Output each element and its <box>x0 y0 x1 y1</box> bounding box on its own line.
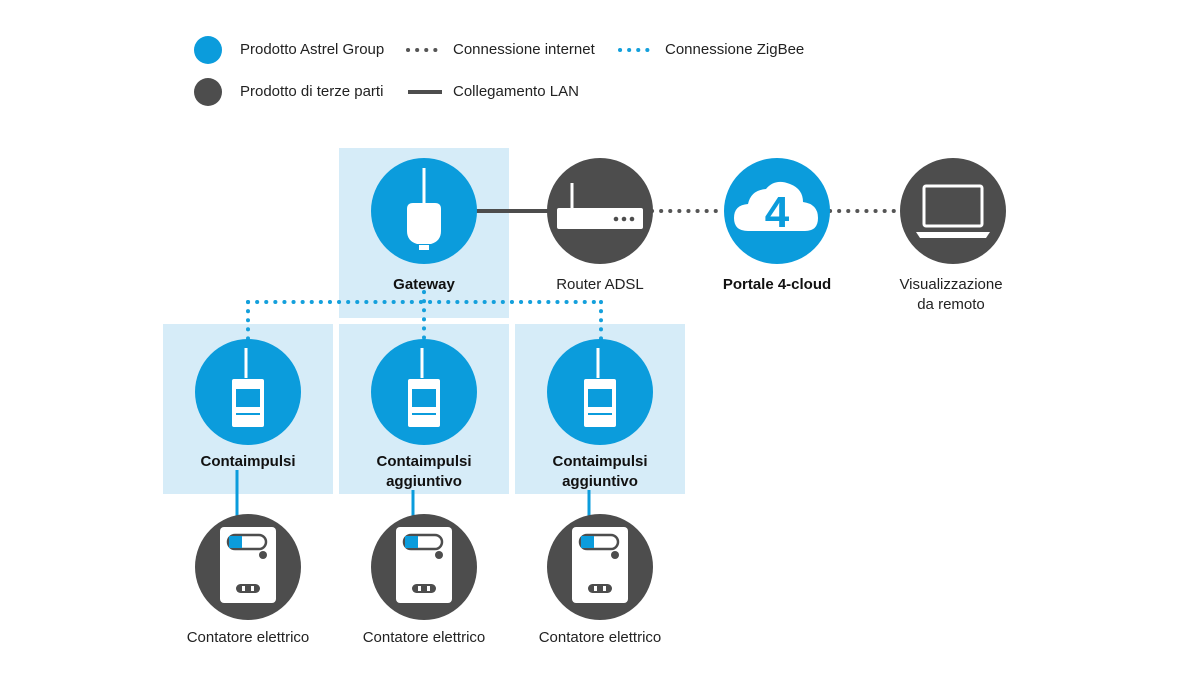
legend-lan-label: Collegamento LAN <box>453 83 579 100</box>
electric-meter-icon <box>572 527 628 603</box>
pulse-2-label-line1: Contaimpulsi <box>376 453 472 470</box>
legend-internet-label: Connessione internet <box>453 41 595 58</box>
laptop-icon <box>916 184 990 238</box>
pulse-1-label: Contaimpulsi <box>200 453 296 470</box>
remote-node <box>900 158 1006 264</box>
router-icon <box>557 183 643 229</box>
portal-node: 4 <box>724 158 830 264</box>
pulse-counter-node-1 <box>195 339 301 445</box>
portal-badge: 4 <box>765 188 790 237</box>
pulse-3-label-line2: aggiuntivo <box>562 473 638 490</box>
electric-meter-node-1 <box>195 514 301 620</box>
gateway-icon <box>407 168 441 250</box>
electric-meter-icon <box>220 527 276 603</box>
router-node <box>547 158 653 264</box>
zigbee-network <box>246 290 603 342</box>
gateway-node <box>371 158 477 264</box>
legend-third-party-marker <box>194 78 222 106</box>
gateway-label: Gateway <box>393 276 455 293</box>
electric-meter-node-2 <box>371 514 477 620</box>
pulse-2-label: Contaimpulsi aggiuntivo <box>376 452 471 492</box>
remote-label-line2: da remoto <box>917 296 985 313</box>
portal-label: Portale 4-cloud <box>722 276 832 293</box>
meter-2-label: Contatore elettrico <box>362 629 486 646</box>
pulse-2-label-line2: aggiuntivo <box>386 473 462 490</box>
electric-meter-node-3 <box>547 514 653 620</box>
router-label: Router ADSL <box>556 276 644 293</box>
pulse-counter-node-3 <box>547 339 653 445</box>
pulse-counter-node-2 <box>371 339 477 445</box>
pulse-3-label-line1: Contaimpulsi <box>552 453 648 470</box>
legend-third-party-label: Prodotto di terze parti <box>240 83 384 100</box>
pulse-counter-icon <box>232 348 264 427</box>
remote-label: Visualizzazione da remoto <box>899 275 1002 315</box>
pulse-counter-icon <box>408 348 440 427</box>
cloud-4-icon: 4 <box>734 181 818 237</box>
legend-astrel-marker <box>194 36 222 64</box>
meter-3-label: Contatore elettrico <box>538 629 662 646</box>
legend-zigbee-label: Connessione ZigBee <box>665 41 805 58</box>
remote-circle <box>900 158 1006 264</box>
pulse-counter-icon <box>584 348 616 427</box>
meter-1-label: Contatore elettrico <box>186 629 310 646</box>
remote-label-line1: Visualizzazione <box>899 276 1003 293</box>
legend-astrel-label: Prodotto Astrel Group <box>240 41 385 58</box>
pulse-3-label: Contaimpulsi aggiuntivo <box>552 452 647 492</box>
electric-meter-icon <box>396 527 452 603</box>
